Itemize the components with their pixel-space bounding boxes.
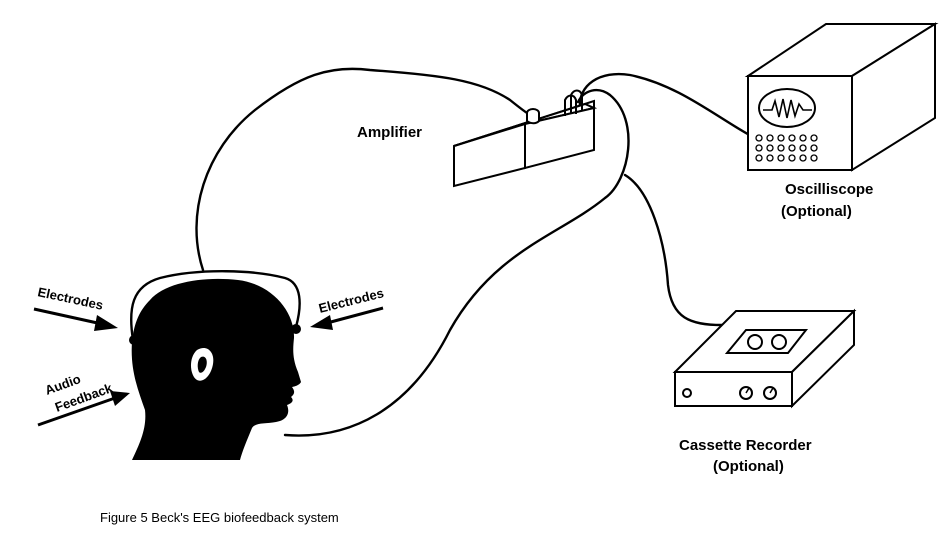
label-amplifier: Amplifier (357, 124, 422, 141)
cables (195, 67, 757, 437)
figure-caption: Figure 5 Beck's EEG biofeedback system (100, 510, 339, 525)
head-silhouette (131, 278, 301, 460)
arrow-audio-feedback-head (110, 391, 130, 406)
cassette-window (724, 329, 809, 354)
arrow-right-electrodes-head (310, 315, 333, 330)
arrow-left-electrodes-head (94, 315, 118, 331)
cable-electrode-to-amplifier (195, 67, 532, 272)
oscilloscope (744, 22, 939, 172)
cable-amplifier-to-oscilloscope (578, 72, 757, 140)
cassette-reel-right (771, 334, 787, 350)
ear-inner (197, 356, 207, 373)
arrows (33, 306, 384, 427)
oscilloscope-screen (758, 88, 816, 128)
label-electrodes-left: Electrodes (36, 284, 104, 312)
amplifier (453, 89, 598, 188)
oscilloscope-controls (755, 134, 818, 162)
amplifier-knob-body (526, 113, 540, 125)
label-oscilloscope: Oscilliscope (785, 181, 873, 198)
electrode-left (129, 335, 139, 345)
label-cassette-recorder: Cassette Recorder (679, 437, 812, 454)
arrow-left-electrodes (33, 307, 103, 326)
oscilloscope-wave (763, 98, 812, 119)
amplifier-jack-2 (570, 89, 583, 114)
label-oscilloscope-note: (Optional) (781, 203, 852, 220)
cassette-button (682, 388, 692, 398)
electrode-right (291, 324, 301, 334)
arrow-right-electrodes (326, 306, 384, 325)
label-cassette-note: (Optional) (713, 458, 784, 475)
head (131, 278, 301, 460)
cable-audio-return (283, 88, 630, 437)
cable-amplifier-to-cassette (623, 173, 724, 327)
cassette-reel-left (747, 334, 763, 350)
amplifier-front (453, 121, 526, 188)
arrow-audio-feedback (37, 396, 116, 427)
cassette-recorder (672, 308, 857, 409)
headband-wire (130, 270, 301, 341)
headband (129, 270, 301, 345)
cassette-front (674, 371, 793, 407)
